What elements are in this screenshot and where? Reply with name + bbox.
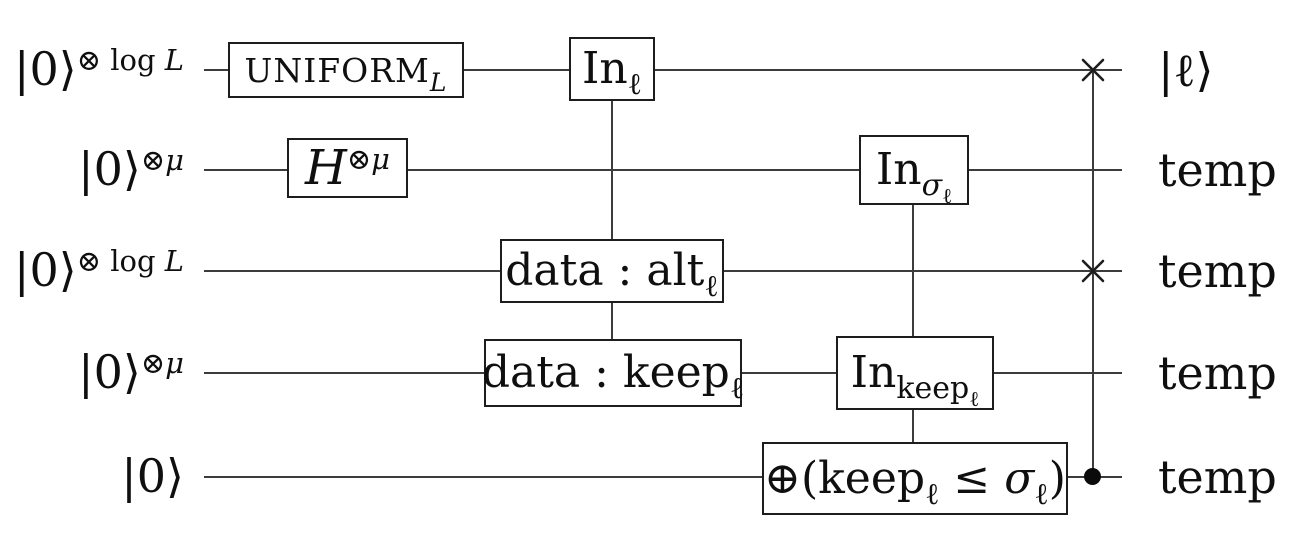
control-line-inell-dataalt-datakeep [611, 70, 613, 373]
gate-xor-keep-leq-sigma: ⊕(keepℓ ≤ σℓ) [762, 442, 1068, 515]
gate-data-alt-ell: data : altℓ [500, 239, 724, 303]
gate-hadamard-tensor-mu: H⊗μ [287, 138, 408, 198]
control-dot-icon-wire-5 [1084, 468, 1101, 485]
ket-zero: |0⟩ [13, 243, 77, 298]
qubit-wire-2 [204, 169, 1122, 171]
gate-uniform-l: UNIFORML [228, 42, 464, 98]
wire-3-output-label: temp [1158, 244, 1277, 298]
gate-data-keep-ell: data : keepℓ [482, 339, 744, 407]
gate-in-sigma-ell: Inσℓ [859, 135, 969, 207]
wire-1-input-state-label: |0⟩⊗ log L [13, 42, 184, 97]
gate-in-keep-ell: Inkeepℓ [836, 336, 994, 410]
controlled-swap-line [1092, 70, 1094, 478]
ket-zero: |0⟩ [78, 142, 141, 197]
wire-5-input-state-label: |0⟩ [0, 453, 184, 499]
qubit-wire-1 [204, 69, 1122, 71]
ket-zero: |0⟩ [13, 42, 77, 97]
qubit-wire-5 [204, 476, 1122, 478]
swap-target-icon-wire-1 [1081, 58, 1105, 82]
wire-2-input-state-label: |0⟩⊗μ [78, 142, 184, 197]
wire-1-output-label: |ℓ⟩ [1158, 43, 1214, 97]
wire-3-input-state-label: |0⟩⊗ log L [13, 243, 184, 298]
wire-4-output-label: temp [1158, 346, 1277, 400]
ket-zero: |0⟩ [78, 345, 141, 400]
wire-2-output-label: temp [1158, 143, 1277, 197]
ket-zero: |0⟩ [121, 449, 184, 504]
gate-in-ell: Inℓ [569, 37, 655, 101]
swap-target-icon-wire-3 [1081, 259, 1105, 283]
wire-5-output-label: temp [1158, 450, 1277, 504]
control-line-insigma-inkeep-xor [912, 170, 914, 477]
wire-4-input-state-label: |0⟩⊗μ [78, 345, 184, 400]
